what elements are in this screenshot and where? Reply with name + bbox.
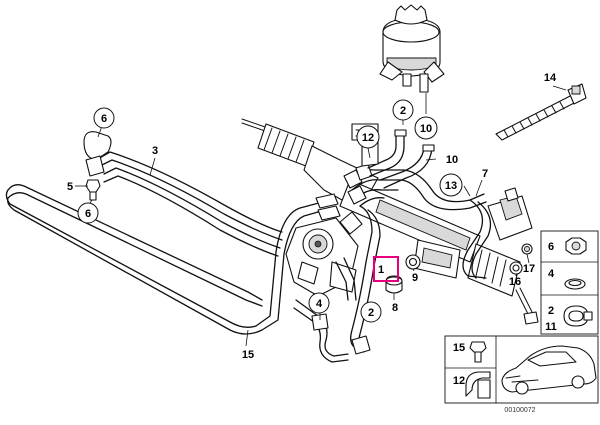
callout-c12[interactable]: 12: [356, 125, 380, 149]
callout-c2b[interactable]: 2: [360, 301, 382, 323]
screw-5[interactable]: [85, 179, 101, 201]
cable-tie-13[interactable]: [495, 83, 587, 141]
callout-c5[interactable]: 5: [67, 181, 73, 193]
callout-c11[interactable]: 10: [414, 116, 438, 140]
steering-rack[interactable]: [241, 118, 539, 325]
seal-ring-9[interactable]: [405, 254, 421, 270]
callout-c6b[interactable]: 6: [77, 202, 99, 224]
callout-c3[interactable]: 3: [152, 145, 158, 157]
legend-label-bolt: 15: [453, 342, 465, 354]
callout-c4[interactable]: 4: [308, 292, 330, 314]
callout-label: 12: [362, 132, 374, 144]
callout-c13[interactable]: 14: [544, 72, 557, 84]
callout-c8[interactable]: 8: [392, 302, 398, 314]
callout-label: 6: [101, 113, 107, 125]
pump-feed-lines[interactable]: [293, 257, 357, 363]
callout-c1-highlighted[interactable]: 1: [373, 256, 399, 282]
callout-c14[interactable]: 15: [242, 349, 254, 361]
legend-label-nut: 6: [548, 241, 554, 253]
cooling-line-14[interactable]: [5, 184, 341, 335]
reservoir-hose-10[interactable]: [367, 129, 435, 189]
seal-ring-16[interactable]: [509, 261, 523, 275]
callout-c15[interactable]: 13: [439, 173, 463, 197]
power-steering-reservoir[interactable]: [379, 4, 445, 93]
callout-c17[interactable]: 17: [523, 263, 535, 275]
plug-8[interactable]: [385, 275, 403, 294]
callout-label: 10: [420, 123, 432, 135]
pressure-hose-3[interactable]: [83, 131, 283, 257]
callout-c7[interactable]: 7: [482, 168, 488, 180]
legend-label-clamp-a: 2: [548, 305, 554, 317]
bolt-icon: [469, 341, 487, 353]
return-line-7[interactable]: [343, 163, 487, 211]
callout-label: 2: [400, 105, 406, 117]
callout-c10[interactable]: 10: [446, 154, 458, 166]
parts-legend: [444, 230, 599, 404]
legend-label-ring: 4: [548, 268, 555, 280]
callout-label: 2: [368, 307, 374, 319]
bracket-icon: [465, 371, 491, 397]
power-steering-pump[interactable]: [285, 211, 363, 297]
legend-label-clamp-b: 11: [545, 321, 557, 333]
diagram-reference-number: 00100072: [504, 407, 535, 414]
leader-lines: [75, 85, 567, 347]
callout-c6a[interactable]: 6: [93, 107, 115, 129]
callout-label: 6: [85, 208, 91, 220]
callout-label: 1: [378, 264, 384, 276]
return-line-lower[interactable]: [350, 199, 492, 355]
callout-c16[interactable]: 16: [509, 276, 521, 288]
legend-label-bracket: 12: [453, 375, 465, 387]
screw-17[interactable]: [521, 243, 533, 255]
callout-label: 4: [316, 298, 323, 310]
callout-c2a[interactable]: 2: [392, 99, 414, 121]
vehicle-silhouette-icon: [501, 345, 597, 395]
callout-c9[interactable]: 9: [412, 272, 418, 284]
callout-label: 13: [445, 180, 457, 192]
